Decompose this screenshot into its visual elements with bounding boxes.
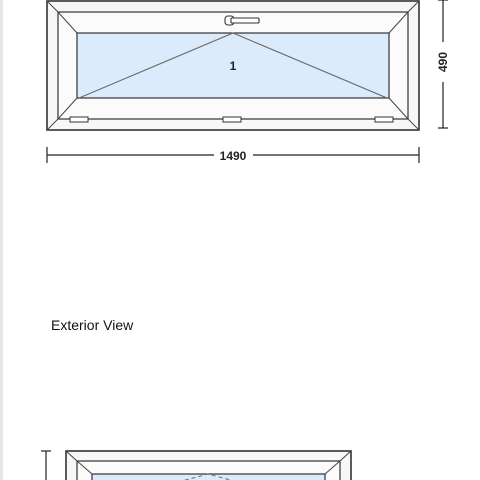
width-dimension-value: 1490 xyxy=(220,149,247,163)
hinge-left xyxy=(69,116,89,123)
left-edge-rule xyxy=(0,0,3,480)
top-window-handle xyxy=(224,15,260,26)
top-window-bevel-lines xyxy=(46,0,420,131)
bottom-window-opening-indicator xyxy=(183,473,233,480)
height-dimension xyxy=(438,0,448,129)
bottom-window-glass xyxy=(91,473,326,480)
top-window-opening-indicator xyxy=(78,32,388,99)
bottom-window xyxy=(65,450,352,480)
bottom-window-bevel-lines xyxy=(65,450,352,475)
sash-number-label: 1 xyxy=(230,59,237,73)
hinge-center xyxy=(222,116,242,123)
top-window-hinges xyxy=(69,116,394,123)
height-dimension-value: 490 xyxy=(436,52,450,72)
hinge-right xyxy=(374,116,394,123)
bottom-height-dimension xyxy=(41,450,51,480)
top-window-glass xyxy=(76,32,390,99)
exterior-view-label: Exterior View xyxy=(51,317,134,333)
width-dimension xyxy=(46,147,420,163)
top-window: 1 xyxy=(46,0,420,131)
